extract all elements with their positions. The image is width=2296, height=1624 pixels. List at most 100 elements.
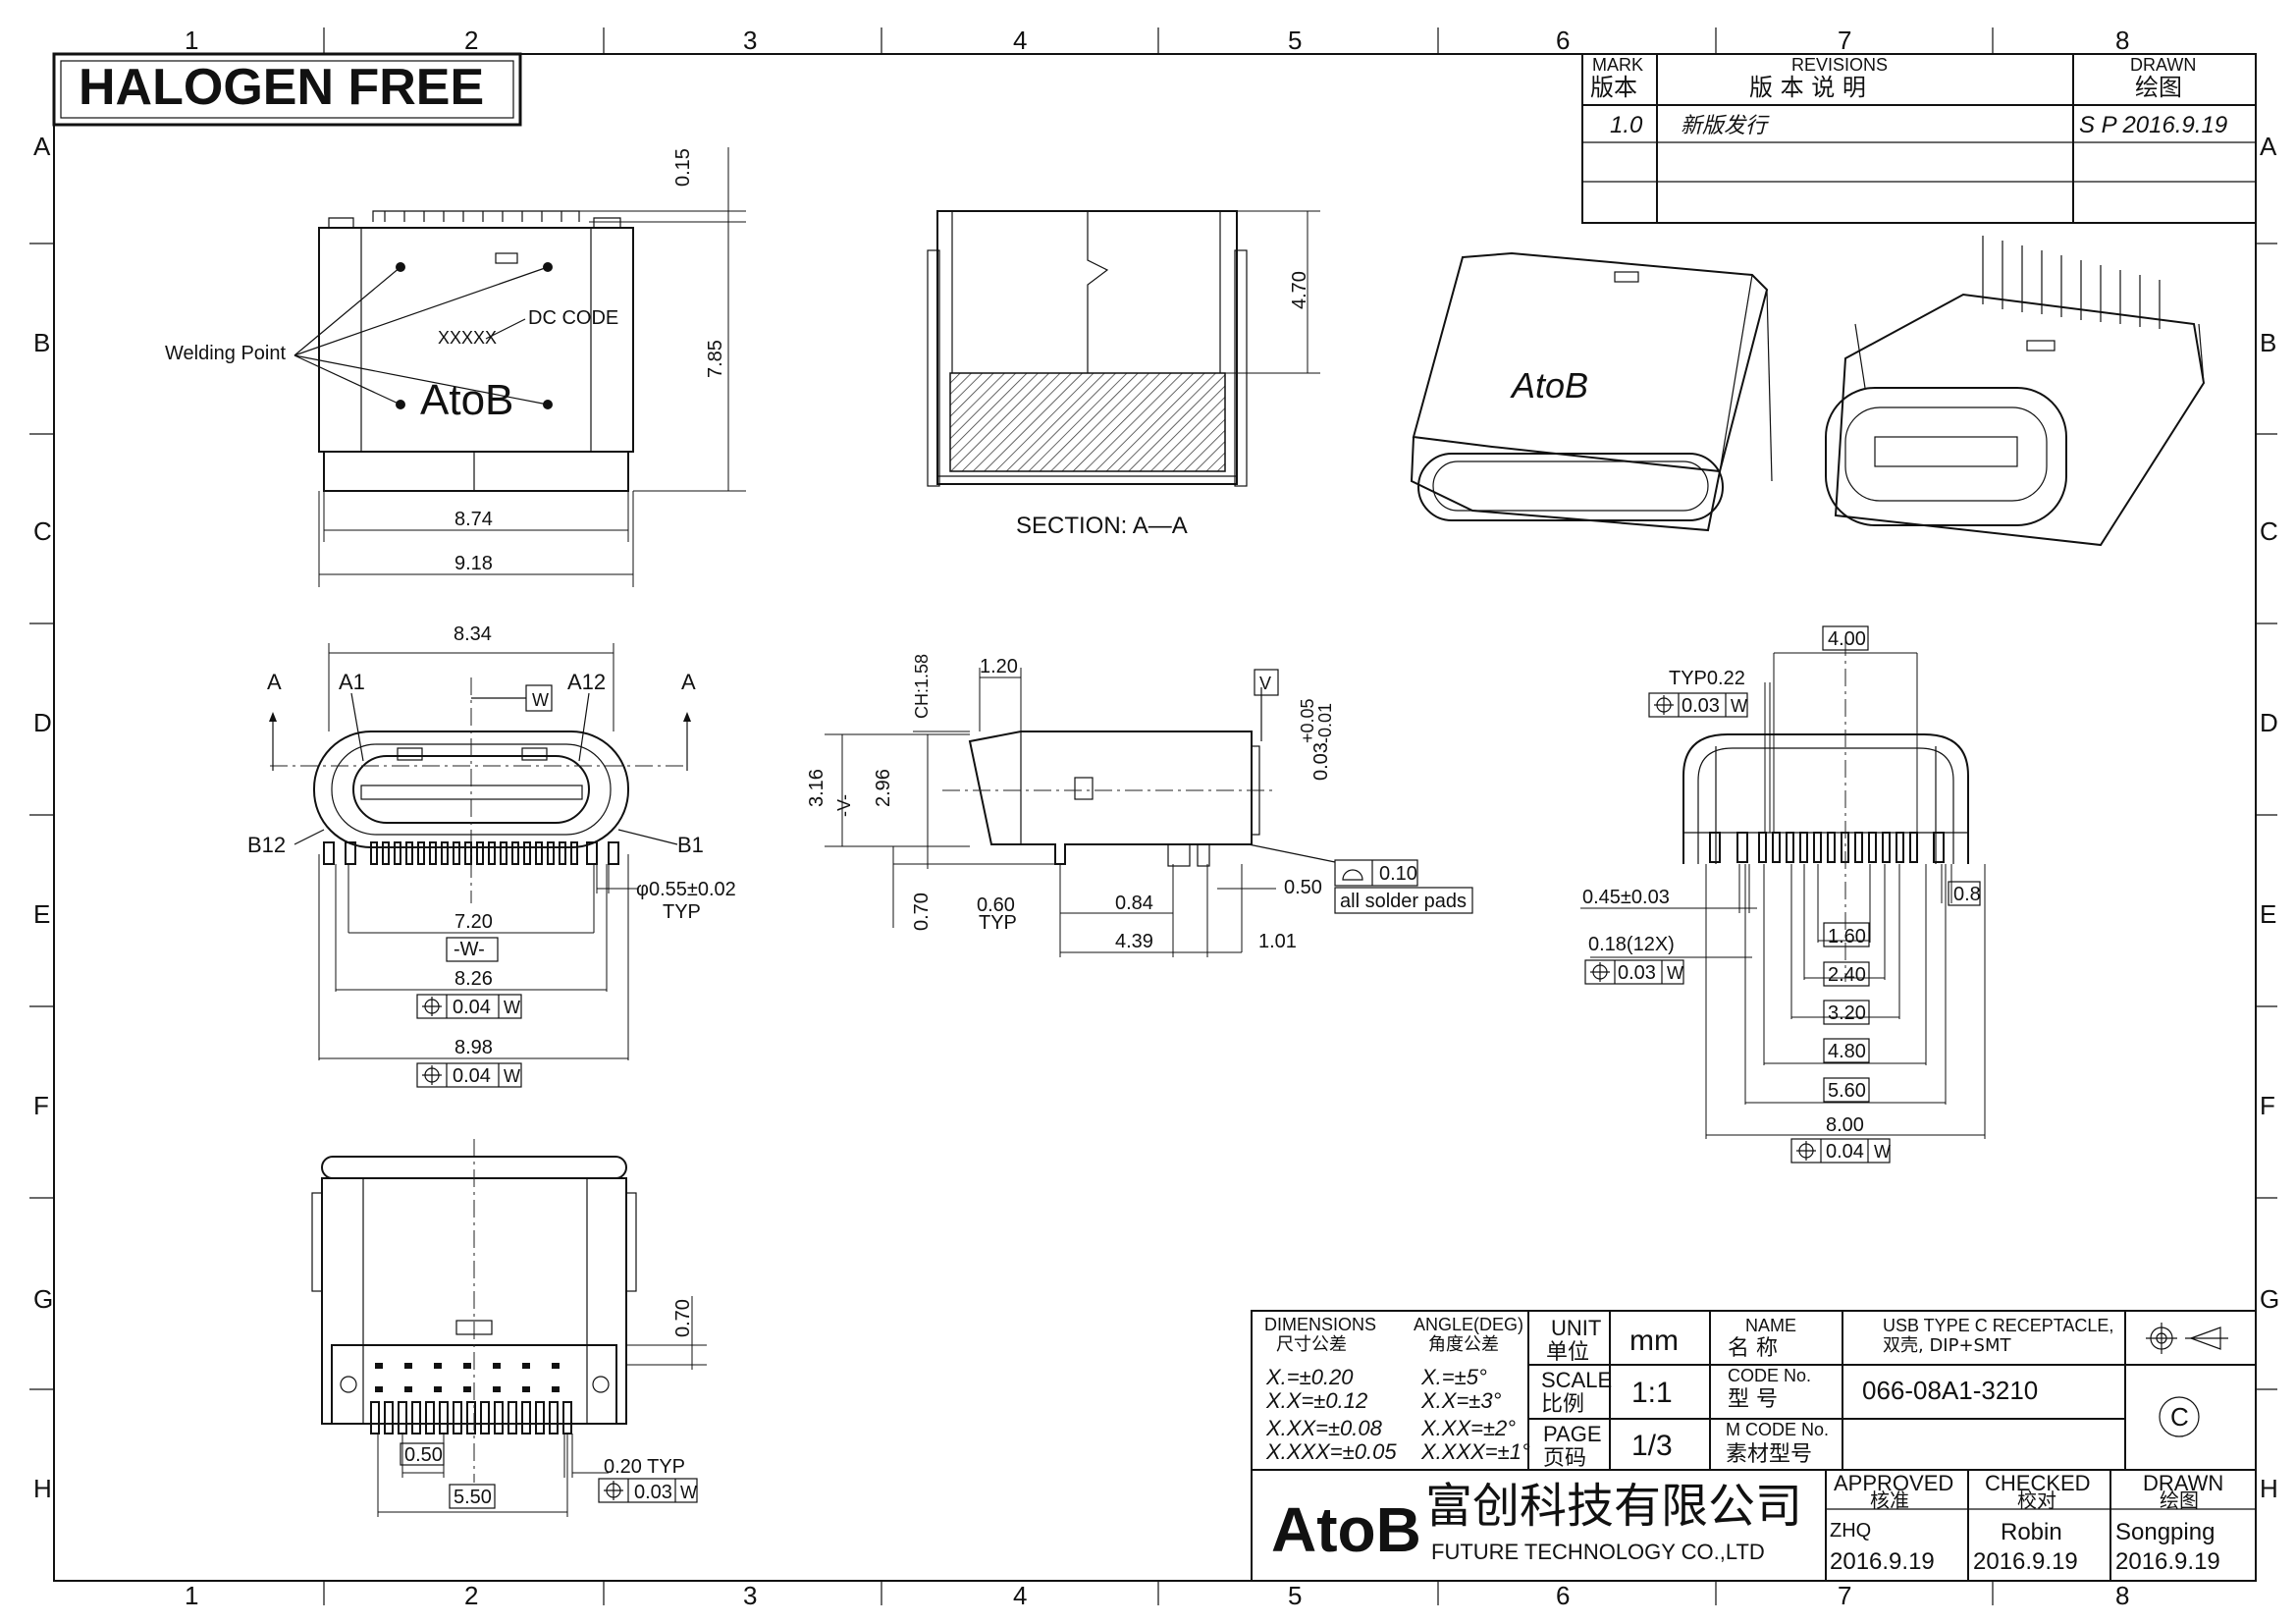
name-value-2: 双壳, DIP+SMT xyxy=(1883,1335,2012,1356)
top-view-logo: AtoB xyxy=(420,376,513,424)
dim-4-00: 4.00 xyxy=(1828,628,1866,650)
grid-col-7-bottom: 7 xyxy=(1838,1581,1851,1610)
grid-col-4-bottom: 4 xyxy=(1013,1581,1027,1610)
page-en: PAGE xyxy=(1543,1422,1602,1446)
front-view xyxy=(269,643,691,1088)
name-cn: 名 称 xyxy=(1728,1336,1778,1361)
rev-row-desc: 新版发行 xyxy=(1681,114,1770,138)
dim-9-18: 9.18 xyxy=(454,553,493,574)
dim-2-96: 2.96 xyxy=(873,769,894,807)
angle-en: ANGLE(DEG) xyxy=(1414,1315,1523,1334)
dim-4-80: 4.80 xyxy=(1828,1041,1866,1062)
typ-0-22: TYP0.22 xyxy=(1669,668,1745,689)
dim-0-18: 0.18(12X) xyxy=(1588,934,1675,955)
dim-8-34: 8.34 xyxy=(454,623,492,645)
dc-code-label: DC CODE xyxy=(528,307,618,329)
checked-name: Robin xyxy=(2001,1519,2062,1545)
code-cn: 型 号 xyxy=(1728,1387,1778,1412)
dim-7-85: 7.85 xyxy=(705,340,726,378)
dim-4-39: 4.39 xyxy=(1115,931,1153,952)
scale-value: 1:1 xyxy=(1631,1377,1673,1409)
scale-cn: 比例 xyxy=(1541,1392,1584,1417)
dimensions-cn: 尺寸公差 xyxy=(1276,1334,1347,1355)
checked-date: 2016.9.19 xyxy=(1973,1548,2078,1575)
dim-0-50-side: 0.50 xyxy=(1284,877,1322,898)
grid-row-h-right: H xyxy=(2260,1474,2278,1503)
tol-0-03-b: 0.03 xyxy=(1618,962,1656,984)
datum-w: W xyxy=(532,690,549,710)
grid-row-e-right: E xyxy=(2260,899,2276,929)
unit-en: UNIT xyxy=(1551,1316,1601,1340)
page-cn: 页码 xyxy=(1543,1446,1586,1471)
tol-0-03-c: 0.03 xyxy=(634,1482,672,1503)
grid-col-2: 2 xyxy=(464,26,478,55)
grid-row-f: F xyxy=(33,1091,49,1120)
rev-drawn-en: DRAWN xyxy=(2130,55,2196,75)
tol-w-d: W xyxy=(1667,963,1683,983)
approved-date: 2016.9.19 xyxy=(1830,1548,1935,1575)
hole-dim: φ0.55±0.02 xyxy=(636,879,736,900)
tol-xxx: X.XX=±0.08 xyxy=(1265,1416,1383,1440)
revisions-table xyxy=(1581,53,2257,224)
grid-row-c-right: C xyxy=(2260,516,2278,546)
dim-0-60-typ: TYP xyxy=(979,912,1017,934)
grid-row-h: H xyxy=(33,1474,52,1503)
xxxxx-label: XXXXX xyxy=(438,328,497,348)
top-view xyxy=(294,210,634,492)
iso-view-back xyxy=(1825,236,2206,547)
grid-col-8-bottom: 8 xyxy=(2115,1581,2129,1610)
grid-row-b-right: B xyxy=(2260,328,2276,357)
welding-point-label: Welding Point xyxy=(165,343,286,364)
tol-w-c: W xyxy=(1731,696,1747,716)
dim-0-84: 0.84 xyxy=(1115,893,1153,914)
pin-label-a12: A12 xyxy=(567,670,606,694)
dim-3-20: 3.20 xyxy=(1828,1002,1866,1024)
dim-0-03: 0.03 xyxy=(1310,742,1332,781)
side-view xyxy=(825,668,1473,957)
ang-x: X.=±5° xyxy=(1420,1365,1487,1389)
rev-revisions-cn: 版 本 说 明 xyxy=(1749,74,1866,101)
halogen-free-box xyxy=(52,52,522,127)
tol-w-b: W xyxy=(504,1066,520,1086)
ang-xxxx: X.XXX=±1° xyxy=(1420,1439,1530,1464)
dim-0-50-bottom: 0.50 xyxy=(404,1444,443,1466)
dim-0-15: 0.15 xyxy=(672,148,694,187)
bottom-view xyxy=(311,1139,707,1517)
flatness-0-10: 0.10 xyxy=(1379,863,1417,885)
grid-row-f-right: F xyxy=(2260,1091,2275,1120)
dim-5-50: 5.50 xyxy=(454,1487,492,1508)
iso-view-front xyxy=(1410,251,1773,532)
grid-row-g: G xyxy=(33,1284,53,1314)
grid-row-d-right: D xyxy=(2260,708,2278,737)
top-view-dims xyxy=(318,147,746,587)
mcode-en: M CODE No. xyxy=(1726,1420,1829,1439)
grid-row-b: B xyxy=(33,328,50,357)
drawn-en: DRAWN xyxy=(2143,1471,2223,1495)
datum-ref-w: -W- xyxy=(454,939,485,960)
ang-xx: X.X=±3° xyxy=(1420,1388,1502,1413)
tol-w-e: W xyxy=(1874,1142,1891,1162)
grid-col-2-bottom: 2 xyxy=(464,1581,478,1610)
grid-row-a: A xyxy=(33,132,51,161)
company-name-cn: 富创科技有限公司 xyxy=(1425,1479,1802,1534)
drawn-name: Songping xyxy=(2115,1519,2215,1545)
grid-row-g-right: G xyxy=(2260,1284,2279,1314)
rev-revisions-en: REVISIONS xyxy=(1791,55,1888,75)
right-view-pins xyxy=(1709,832,1945,863)
company-logo: AtoB xyxy=(1271,1494,1421,1565)
tol-0-03-a: 0.03 xyxy=(1682,695,1720,717)
drawing-border xyxy=(53,53,2257,1582)
tol-w-a: W xyxy=(504,998,520,1017)
approved-cn: 核准 xyxy=(1870,1489,1909,1512)
copyright-icon xyxy=(2159,1396,2200,1437)
tol-0-04-b: 0.04 xyxy=(453,1065,491,1087)
dim-0-03-tol-up: +0.05 xyxy=(1298,698,1317,743)
bottom-view-pins xyxy=(370,1401,572,1435)
grid-col-7: 7 xyxy=(1838,26,1851,55)
unit-cn: 单位 xyxy=(1546,1340,1589,1365)
dim-8-26: 8.26 xyxy=(454,968,493,990)
grid-col-4: 4 xyxy=(1013,26,1027,55)
dim-8-74: 8.74 xyxy=(454,509,493,530)
mcode-cn: 素材型号 xyxy=(1726,1442,1812,1467)
